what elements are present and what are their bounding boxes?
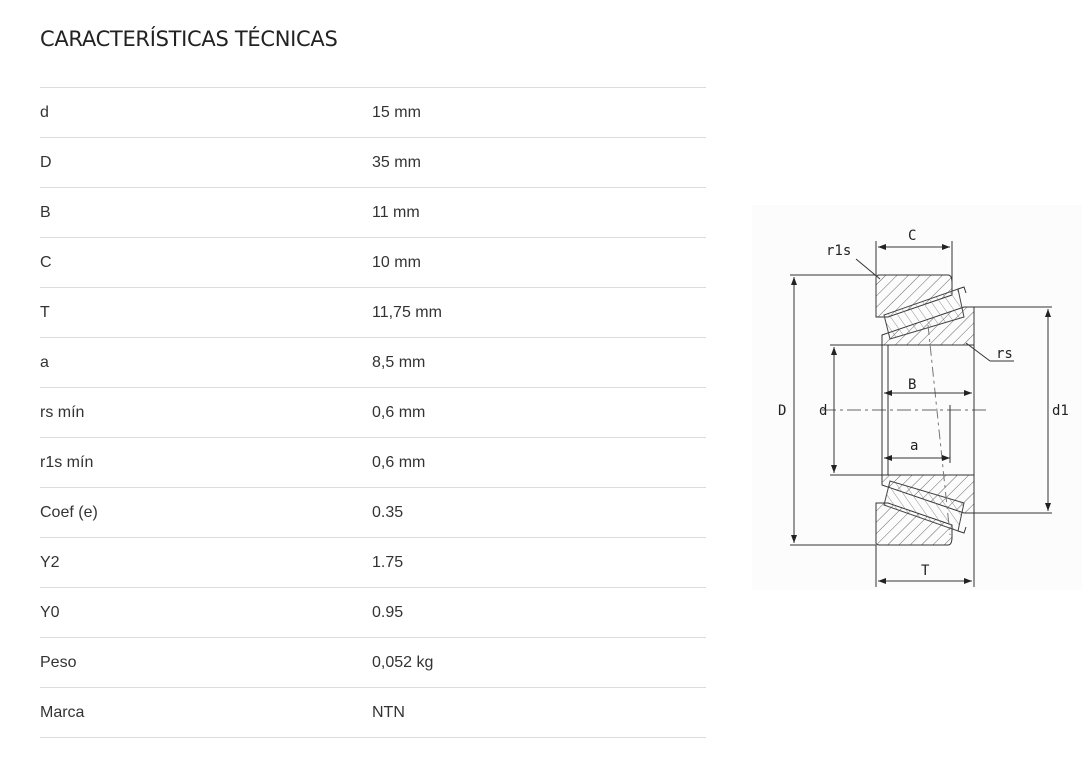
label-rs: rs — [996, 346, 1013, 362]
spec-label: Y2 — [40, 553, 60, 571]
spec-label: r1s mín — [40, 453, 94, 471]
spec-label: D — [40, 153, 52, 171]
bearing-diagram-svg: C r1s rs D d B a d1 T — [778, 228, 1069, 587]
spec-row-D: D 35 mm — [40, 138, 706, 188]
label-d1: d1 — [1052, 403, 1069, 419]
spec-row-C: C 10 mm — [40, 238, 706, 288]
spec-value: 0.35 — [372, 503, 404, 521]
contact-line — [927, 324, 951, 536]
spec-label: Y0 — [40, 603, 60, 621]
spec-label: T — [40, 303, 50, 321]
spec-row-d: d 15 mm — [40, 88, 706, 138]
arrow-B-right — [964, 390, 972, 396]
page-title: CARACTERÍSTICAS TÉCNICAS — [40, 27, 338, 51]
label-d: d — [819, 403, 827, 419]
spec-value: 11,75 mm — [372, 303, 442, 321]
roller-top — [883, 288, 965, 340]
spec-row-coef-e: Coef (e) 0.35 — [40, 488, 706, 538]
arrow-T-right — [964, 578, 972, 584]
spec-value: 0,6 mm — [372, 453, 426, 471]
bearing-diagram: C r1s rs D d B a d1 T — [752, 205, 1082, 590]
arrow-a-left — [884, 455, 892, 461]
arrow-B-left — [884, 390, 892, 396]
spec-label: Marca — [40, 703, 85, 721]
label-B: B — [908, 377, 916, 393]
label-D: D — [778, 403, 786, 419]
spec-value: 15 mm — [372, 103, 421, 121]
arrow-d1-bottom — [1045, 503, 1051, 511]
spec-label: Peso — [40, 653, 77, 671]
spec-value: 0.95 — [372, 603, 404, 621]
spec-row-marca: Marca NTN — [40, 688, 706, 738]
spec-row-y0: Y0 0.95 — [40, 588, 706, 638]
arrow-D-top — [791, 277, 797, 285]
specs-table: d 15 mm D 35 mm B 11 mm C 10 mm T 11,75 … — [40, 87, 706, 738]
spec-label: rs mín — [40, 403, 85, 421]
spec-row-T: T 11,75 mm — [40, 288, 706, 338]
spec-value: NTN — [372, 703, 405, 721]
arrow-d-top — [831, 347, 837, 355]
leader-rs — [965, 342, 991, 362]
spec-row-a: a 8,5 mm — [40, 338, 706, 388]
spec-label: Coef (e) — [40, 503, 98, 521]
label-r1s: r1s — [826, 243, 851, 259]
arrow-T-left — [878, 578, 886, 584]
label-a: a — [910, 438, 918, 454]
roller-cap-bottom — [957, 526, 967, 534]
arrow-C-left — [878, 244, 886, 250]
arrow-d-bottom — [831, 465, 837, 473]
spec-value: 11 mm — [372, 203, 420, 221]
arrow-D-bottom — [791, 535, 797, 543]
leader-r1s — [855, 258, 881, 280]
label-T: T — [921, 563, 930, 579]
roller-cap-top — [957, 286, 967, 294]
spec-value: 35 mm — [372, 153, 421, 171]
label-C: C — [908, 228, 916, 244]
spec-label: d — [40, 103, 49, 121]
spec-value: 0,6 mm — [372, 403, 426, 421]
arrow-a-right — [942, 455, 950, 461]
roller-bottom — [883, 480, 965, 532]
spec-value: 10 mm — [372, 253, 421, 271]
spec-row-B: B 11 mm — [40, 188, 706, 238]
outer-ring-bottom — [875, 502, 953, 546]
spec-row-rs-min: rs mín 0,6 mm — [40, 388, 706, 438]
spec-label: B — [40, 203, 51, 221]
spec-row-peso: Peso 0,052 kg — [40, 638, 706, 688]
arrow-C-right — [942, 244, 950, 250]
spec-value: 8,5 mm — [372, 353, 426, 371]
spec-row-y2: Y2 1.75 — [40, 538, 706, 588]
spec-label: C — [40, 253, 52, 271]
arrow-d1-top — [1045, 309, 1051, 317]
spec-row-r1s-min: r1s mín 0,6 mm — [40, 438, 706, 488]
spec-value: 0,052 kg — [372, 653, 434, 671]
spec-label: a — [40, 353, 49, 371]
spec-value: 1.75 — [372, 553, 404, 571]
